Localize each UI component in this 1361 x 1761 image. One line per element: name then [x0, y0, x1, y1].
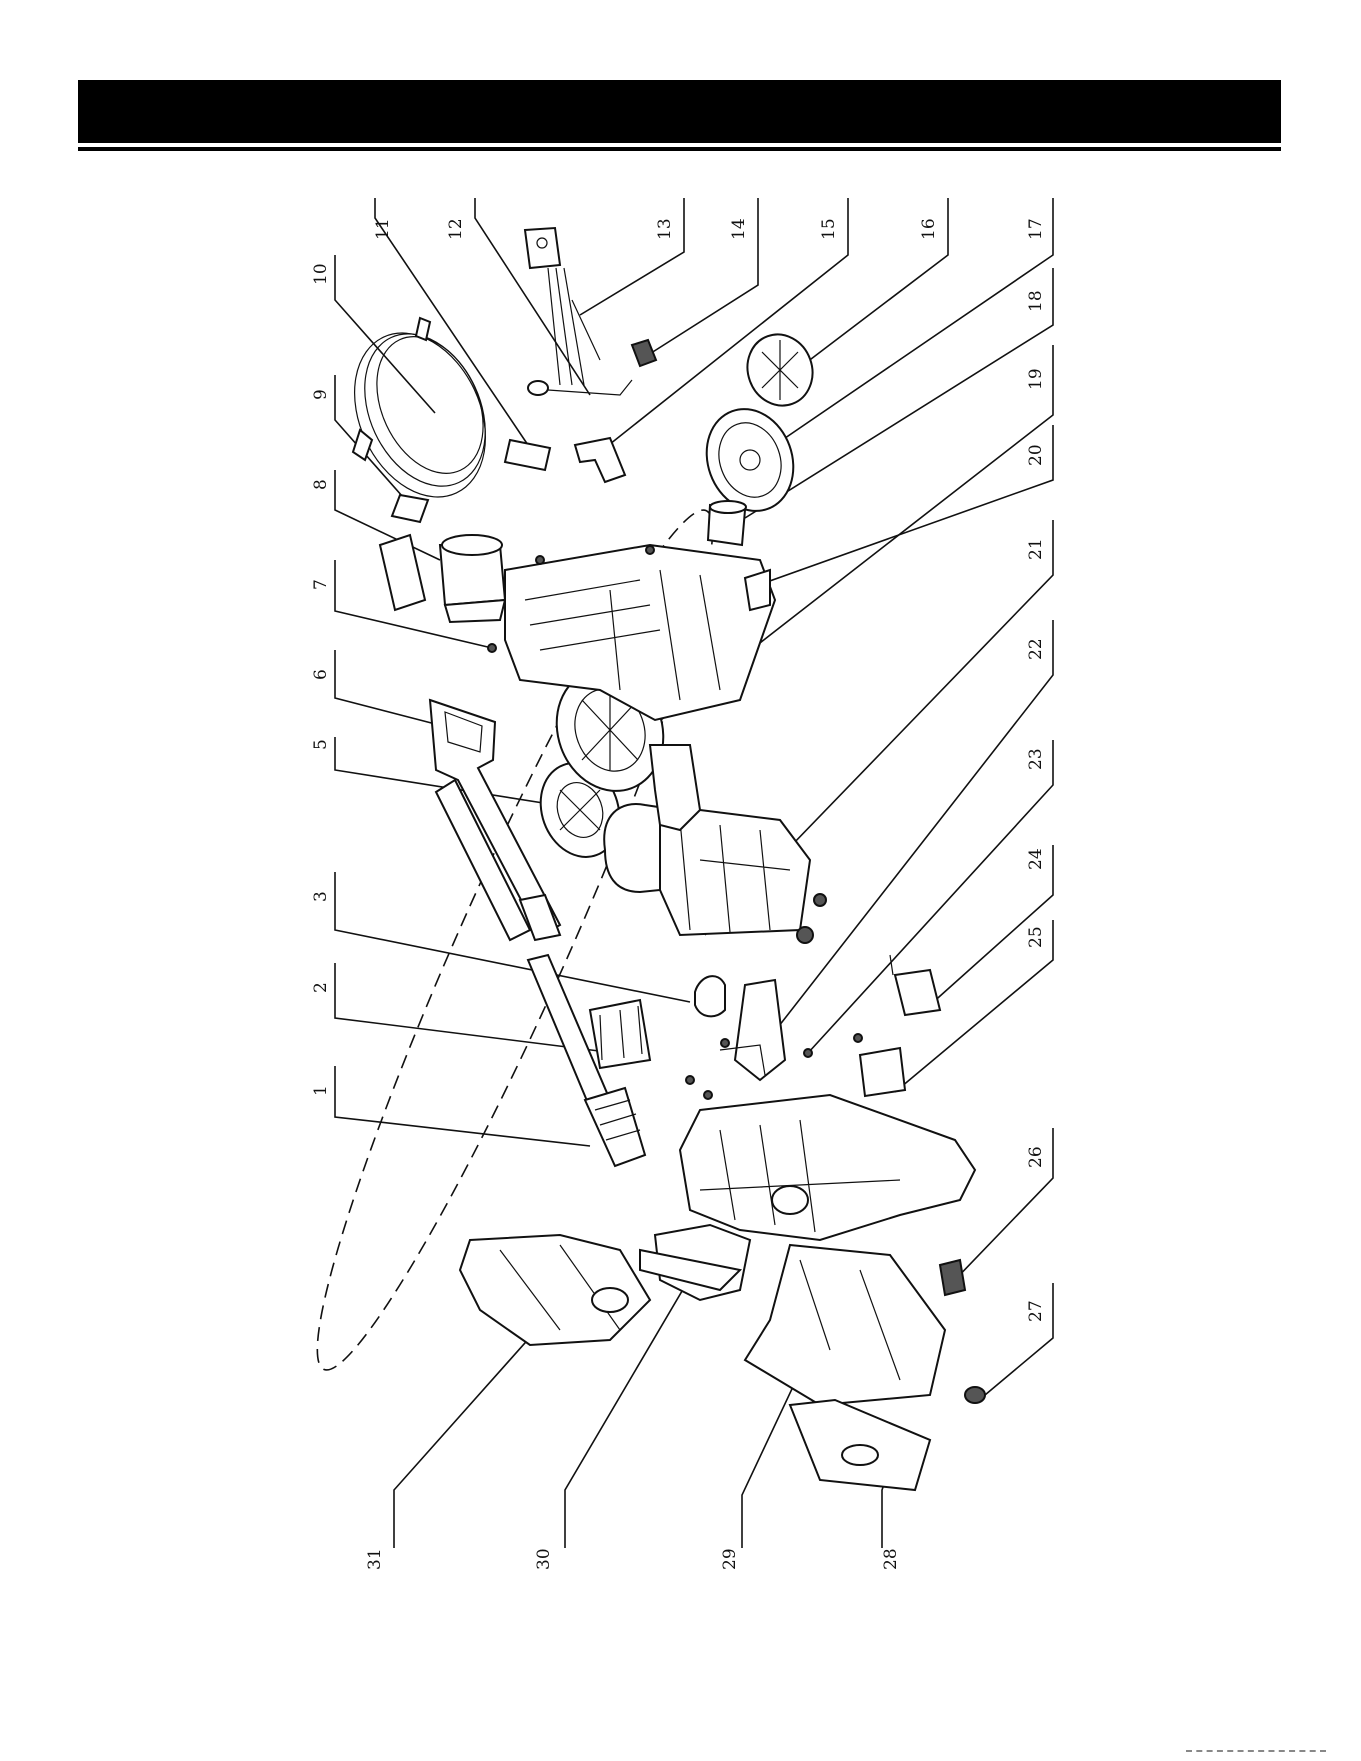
- callout-11: 11: [373, 218, 393, 240]
- cap-part-26: [940, 1260, 965, 1295]
- holder-part-2: [590, 1000, 650, 1068]
- switch-box-part-25: [854, 1034, 905, 1096]
- callout-6: 6: [311, 669, 331, 680]
- callout-7: 7: [311, 579, 331, 590]
- callout-26: 26: [1026, 1146, 1046, 1168]
- knob-part-14: [632, 340, 656, 366]
- hose-part-10: [329, 312, 510, 519]
- pump-motor-part-21: [604, 804, 826, 943]
- cord-part-12: [528, 380, 632, 395]
- side-cover-part-29: [745, 1245, 945, 1405]
- callout-9: 9: [311, 389, 331, 400]
- leader-17: [750, 198, 1053, 462]
- callout-27: 27: [1026, 1300, 1046, 1322]
- leader-12: [475, 198, 590, 395]
- sticker-part-11: [505, 440, 550, 470]
- callout-15: 15: [819, 218, 839, 240]
- callout-28: 28: [881, 1548, 901, 1570]
- callout-23: 23: [1026, 748, 1046, 770]
- callout-1: 1: [311, 1085, 331, 1096]
- callout-17: 17: [1026, 218, 1046, 240]
- callout-19: 19: [1026, 368, 1046, 390]
- callout-29: 29: [720, 1548, 740, 1570]
- main-housing-part: [680, 1095, 975, 1240]
- callout-25: 25: [1026, 926, 1046, 948]
- leader-15: [600, 198, 848, 452]
- callout-10: 10: [311, 263, 331, 285]
- callout-24: 24: [1026, 848, 1046, 870]
- callout-8: 8: [311, 479, 331, 490]
- callout-21: 21: [1026, 538, 1046, 560]
- leader-13: [580, 198, 684, 315]
- callout-3: 3: [311, 891, 331, 902]
- wheel-cover-part-16: [738, 325, 823, 415]
- label-part-9: [392, 495, 428, 522]
- bracket-part-15: [575, 438, 625, 482]
- power-cord-part-13: [525, 228, 600, 385]
- latch-part-20: [745, 570, 770, 610]
- callout-5: 5: [311, 739, 331, 750]
- callout-18: 18: [1026, 290, 1046, 312]
- callout-16: 16: [919, 218, 939, 240]
- switch-part-24: [890, 955, 940, 1015]
- callout-12: 12: [446, 218, 466, 240]
- callout-31: 31: [365, 1548, 385, 1570]
- axle-part-18: [708, 501, 746, 545]
- filter-part-8: [440, 535, 505, 622]
- callout-20: 20: [1026, 444, 1046, 466]
- footer-marks: [1186, 1750, 1326, 1758]
- callout-2: 2: [311, 982, 331, 993]
- panel-part-22: [720, 980, 785, 1080]
- callout-14: 14: [729, 218, 749, 240]
- clip-part-3: [695, 976, 725, 1016]
- plug-part-27: [965, 1387, 985, 1403]
- callout-13: 13: [655, 218, 675, 240]
- front-panel-part-28: [790, 1400, 930, 1490]
- callout-30: 30: [534, 1548, 554, 1570]
- leader-1: [335, 1066, 590, 1146]
- rear-housing-part: [505, 545, 775, 720]
- callout-22: 22: [1026, 638, 1046, 660]
- leader-27: [985, 1283, 1053, 1395]
